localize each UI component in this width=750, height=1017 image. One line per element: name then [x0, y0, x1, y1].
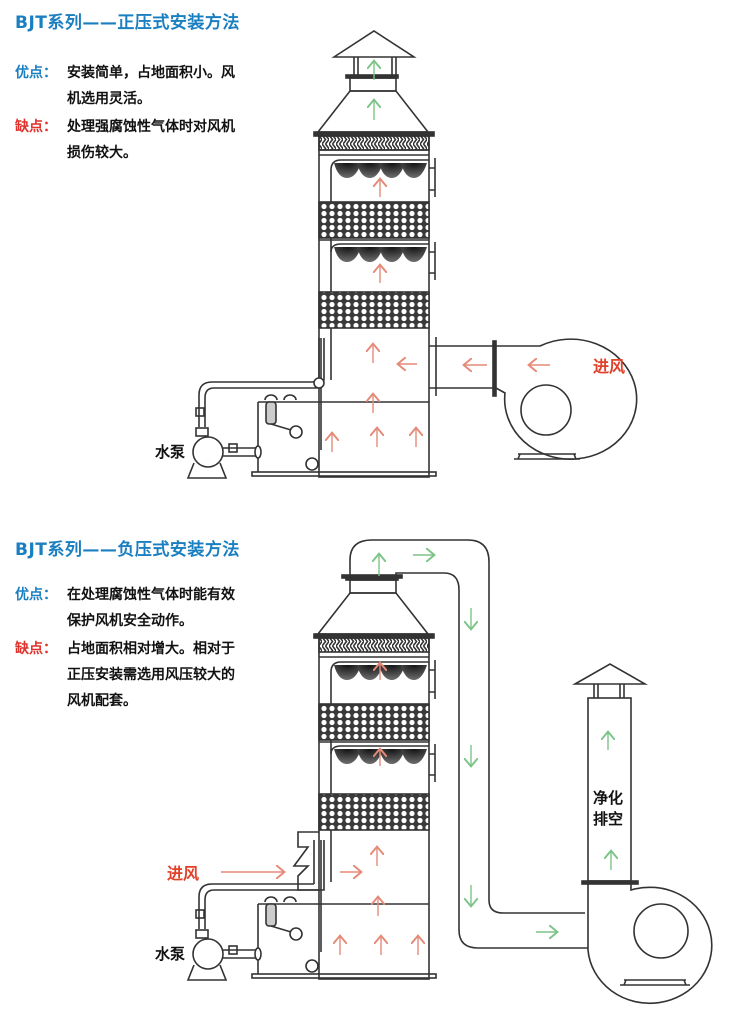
packing-bed-1	[318, 201, 430, 239]
section1-cons: 缺点： 处理强腐蚀性气体时对风机 损伤较大。	[15, 114, 235, 166]
tower-positive	[186, 30, 638, 479]
water-pump	[186, 407, 262, 479]
cons-line: 风机配套。	[67, 693, 137, 709]
section2-cons: 缺点： 占地面积相对增大。相对于 正压安装需选用风压较大的 风机配套。	[15, 636, 235, 714]
pros-line: 机选用灵活。	[67, 91, 151, 107]
pros-line: 在处理腐蚀性气体时能有效	[67, 587, 235, 603]
chimney-neck	[349, 77, 397, 92]
cons-label: 缺点：	[15, 641, 57, 657]
tank-base	[251, 471, 437, 477]
exhaust-duct	[341, 539, 588, 949]
inlet-label: 进风	[593, 357, 625, 376]
inlet-duct	[429, 337, 494, 396]
exhaust-label-2: 排空	[593, 810, 623, 828]
section1-pros: 优点： 安装简单，占地面积小。风 机选用灵活。	[15, 60, 235, 112]
inlet-louver	[292, 831, 319, 891]
inlet-label: 进风	[167, 864, 199, 883]
demister	[318, 135, 430, 151]
cons-line: 处理强腐蚀性气体时对风机	[67, 119, 235, 135]
cons-label: 缺点：	[15, 119, 57, 135]
exhaust-label-1: 净化	[593, 789, 623, 807]
exhaust-stack	[571, 663, 713, 1005]
airflow-arrows-2	[221, 555, 611, 955]
fan-housing	[495, 338, 638, 460]
spray-row-2	[334, 247, 427, 262]
cons-line: 占地面积相对增大。相对于	[67, 641, 235, 657]
section2-pros: 优点： 在处理腐蚀性气体时能有效 保护风机安全动作。	[15, 582, 235, 634]
pros-label: 优点：	[15, 65, 57, 81]
water-pipe	[198, 338, 325, 427]
pump-label: 水泵	[155, 443, 185, 461]
packing-bed-2	[318, 291, 430, 329]
airflow-arrows-1	[332, 62, 550, 452]
chimney-cap	[331, 30, 417, 58]
tower-negative	[186, 576, 437, 981]
spray-row-1	[334, 163, 427, 178]
cons-line: 正压安装需选用风压较大的	[67, 667, 235, 683]
pump-label: 水泵	[155, 945, 185, 963]
pros-line: 保护风机安全动作。	[67, 613, 193, 629]
section2-title: BJT系列——负压式安装方法	[15, 540, 240, 560]
section1-title: BJT系列——正压式安装方法	[15, 13, 240, 33]
cons-line: 损伤较大。	[67, 145, 137, 161]
pros-label: 优点：	[15, 587, 57, 603]
pros-line: 安装简单，占地面积小。风	[67, 65, 235, 81]
tower-hood	[316, 90, 430, 133]
